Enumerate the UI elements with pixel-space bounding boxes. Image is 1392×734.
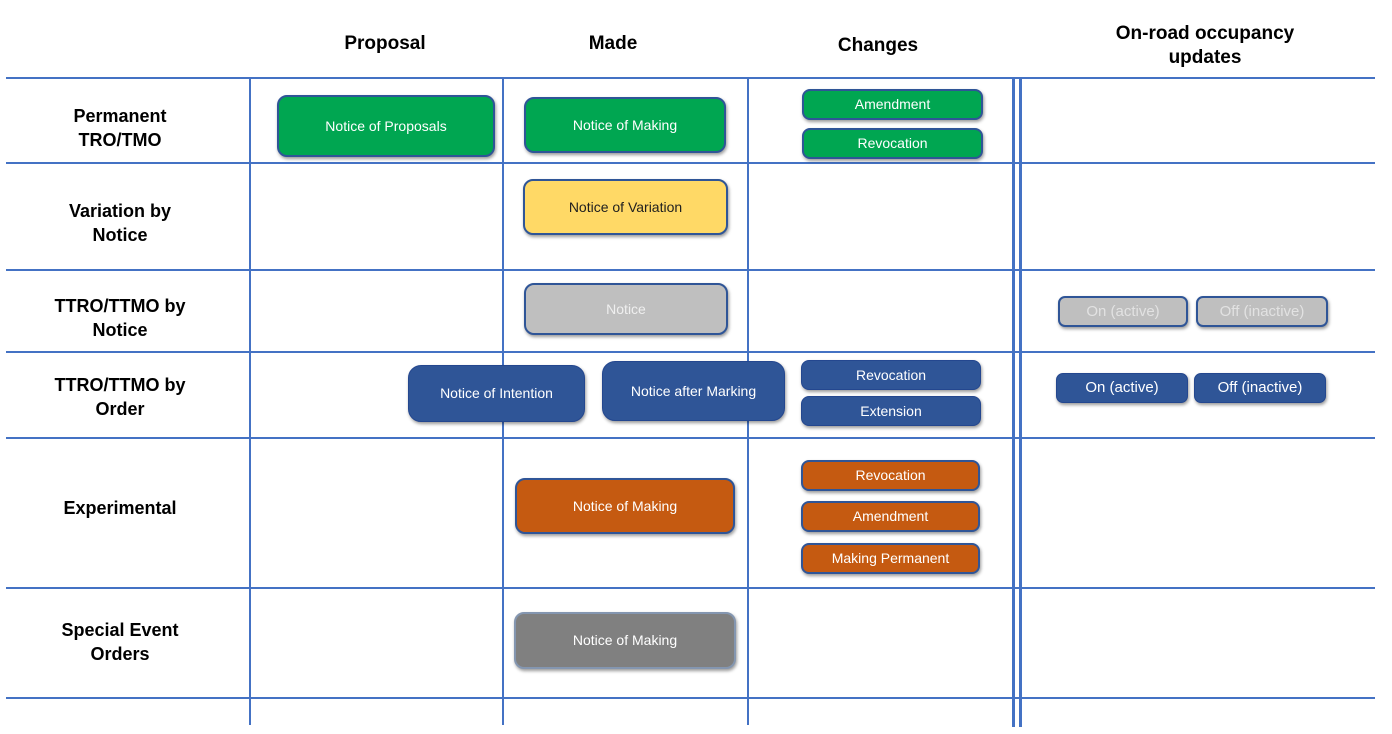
row-divider-header (6, 77, 1375, 79)
double-divider-left (1012, 77, 1015, 727)
chip-on-active-ttro-order: On (active) (1056, 373, 1188, 403)
row-label-permanent-tro-tmo: Permanent TRO/TMO (73, 106, 167, 151)
chip-notice-after-marking: Notice after Marking (602, 361, 785, 421)
chip-off-inactive-ttro-order: Off (inactive) (1194, 373, 1326, 403)
column-header-onroad-occupancy: On-road occupancy updates (1115, 23, 1295, 68)
chip-extension-ttro-order: Extension (801, 396, 981, 426)
chip-making-permanent-experimental: Making Permanent (801, 543, 980, 574)
chip-off-inactive-ttro-notice: Off (inactive) (1196, 296, 1328, 327)
chip-on-active-ttro-notice: On (active) (1058, 296, 1188, 327)
chip-notice-of-proposals: Notice of Proposals (277, 95, 495, 157)
chip-revocation-permanent: Revocation (802, 128, 983, 159)
column-header-proposal: Proposal (344, 33, 426, 54)
chip-notice-of-making-permanent: Notice of Making (524, 97, 726, 153)
column-header-made: Made (588, 33, 638, 54)
column-divider-labels (249, 77, 251, 725)
chip-notice-ttro-by-notice: Notice (524, 283, 728, 335)
chip-notice-of-making-experimental: Notice of Making (515, 478, 735, 534)
row-label-ttro-ttmo-by-notice: TTRO/TTMO by Notice (54, 296, 186, 341)
chip-revocation-ttro-order: Revocation (801, 360, 981, 390)
chip-notice-of-intention: Notice of Intention (408, 365, 585, 422)
row-divider-5 (6, 587, 1375, 589)
row-divider-4 (6, 437, 1375, 439)
chip-amendment-permanent: Amendment (802, 89, 983, 120)
column-header-changes: Changes (837, 35, 919, 56)
row-label-special-event-orders: Special Event Orders (61, 620, 179, 665)
chip-notice-of-making-special-event: Notice of Making (514, 612, 736, 669)
double-divider-right (1019, 77, 1022, 727)
row-label-experimental: Experimental (63, 498, 177, 518)
row-label-variation-by-notice: Variation by Notice (68, 201, 172, 246)
row-divider-3 (6, 351, 1375, 353)
row-divider-6 (6, 697, 1375, 699)
row-divider-2 (6, 269, 1375, 271)
row-label-ttro-ttmo-by-order: TTRO/TTMO by Order (54, 375, 186, 420)
chip-amendment-experimental: Amendment (801, 501, 980, 532)
chip-revocation-experimental: Revocation (801, 460, 980, 491)
row-divider-1 (6, 162, 1375, 164)
chip-notice-of-variation: Notice of Variation (523, 179, 728, 235)
